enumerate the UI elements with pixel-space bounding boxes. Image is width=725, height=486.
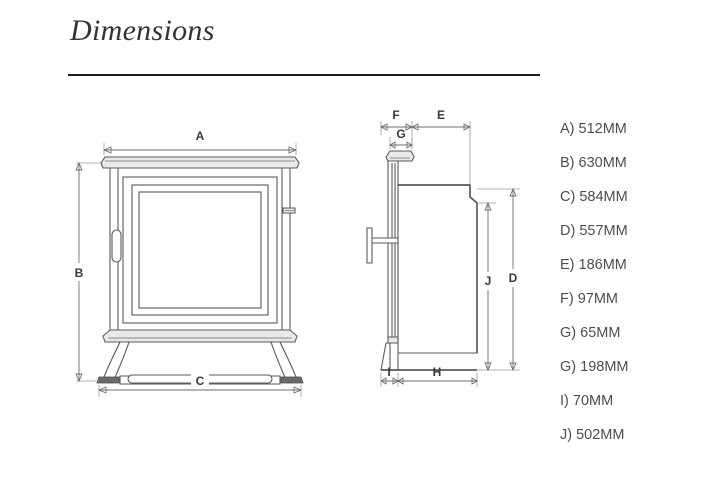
stove-plinth	[102, 329, 298, 343]
legend-item: G) 65MM	[560, 325, 621, 341]
dimension-label-f: F	[392, 108, 399, 122]
dimension-g: G	[389, 127, 413, 149]
dimension-label-j: J	[485, 274, 492, 288]
page-title: Dimensions	[70, 14, 215, 47]
front-view-group: A	[72, 129, 304, 397]
door-handle	[111, 229, 122, 263]
door-glass	[138, 191, 262, 309]
legend-item: F) 97MM	[560, 291, 618, 307]
dimension-label-g: G	[396, 127, 405, 141]
side-top-collar	[385, 150, 415, 162]
dimension-legend: A) 512MM B) 630MM C) 584MM D) 557MM E) 1…	[560, 112, 720, 452]
legend-item: C) 584MM	[560, 189, 628, 205]
side-body	[397, 184, 478, 354]
title-divider	[68, 74, 540, 76]
dimension-a: A	[102, 129, 298, 155]
legend-item: A) 512MM	[560, 121, 627, 137]
side-door-panel	[387, 160, 399, 354]
dimension-b: B	[72, 161, 86, 383]
technical-drawing: A	[0, 85, 545, 415]
dimension-i-h: I H	[380, 365, 478, 385]
dimension-label-c: C	[196, 374, 205, 388]
legend-item: B) 630MM	[560, 155, 627, 171]
dimension-f-e: F E	[379, 108, 472, 185]
legend-item: G) 198MM	[560, 359, 629, 375]
dimension-label-h: H	[433, 365, 442, 379]
dimension-label-e: E	[437, 108, 445, 122]
stove-foot-right	[280, 376, 304, 384]
dimension-c: C	[97, 373, 303, 394]
side-handle	[369, 237, 399, 244]
legend-item: J) 502MM	[560, 427, 625, 443]
dimension-label-b: B	[75, 266, 84, 280]
legend-item: E) 186MM	[560, 257, 627, 273]
legend-item: D) 557MM	[560, 223, 628, 239]
legend-item: I) 70MM	[560, 393, 614, 409]
dimension-label-a: A	[196, 129, 205, 143]
side-foot-top	[387, 336, 399, 344]
dimension-j: J	[481, 201, 495, 372]
dimension-label-d: D	[509, 271, 518, 285]
dimension-d: D	[506, 187, 520, 372]
stove-top-plate	[100, 156, 300, 169]
side-view-group: F E G	[366, 108, 520, 387]
dimension-label-i: I	[387, 365, 390, 379]
stove-foot-left	[96, 376, 120, 384]
